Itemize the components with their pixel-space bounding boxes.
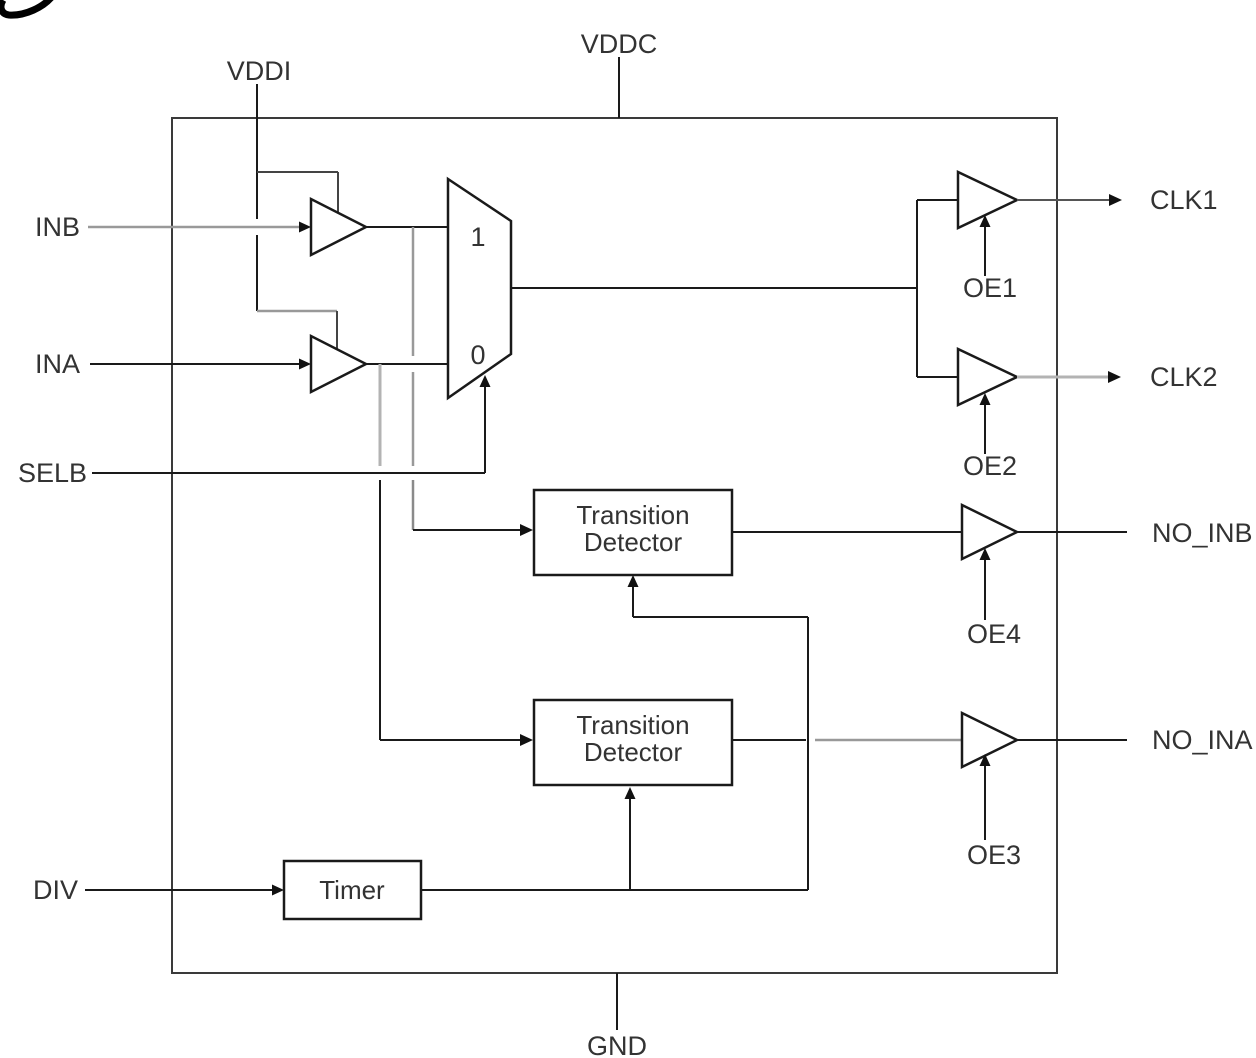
oe3-label: OE3 xyxy=(967,840,1021,870)
clk1-output-wire xyxy=(1017,194,1122,206)
timer-output-wire xyxy=(421,575,809,891)
oe4-enable-wire xyxy=(979,548,991,620)
transition-detector-bottom xyxy=(532,698,734,787)
oe2-enable-wire xyxy=(979,393,991,454)
port-label-vddi: VDDI xyxy=(227,56,292,86)
inb-input-buffer xyxy=(309,196,369,258)
clk2-output-wire xyxy=(1017,371,1121,383)
ina-input-buffer xyxy=(309,333,369,395)
selb-input-wire xyxy=(92,375,491,474)
transition-detector-top-label-line1: Transition xyxy=(576,500,689,530)
vddi-net xyxy=(256,84,339,349)
port-label-no-ina: NO_INA xyxy=(1152,725,1253,755)
port-label-vddc: VDDC xyxy=(581,29,658,59)
mux-input-0-label: 0 xyxy=(470,340,485,370)
div-input-wire xyxy=(85,884,284,896)
oe1-enable-wire xyxy=(979,215,991,276)
port-label-ina: INA xyxy=(35,349,80,379)
inb-tap-wire xyxy=(411,227,533,536)
timer-label: Timer xyxy=(319,875,385,905)
mux xyxy=(446,176,513,401)
transition-detector-bottom-label-line1: Transition xyxy=(576,710,689,740)
port-label-gnd: GND xyxy=(587,1031,647,1058)
port-label-clk1: CLK1 xyxy=(1150,185,1218,215)
transition-detector-top-label-line2: Detector xyxy=(584,527,683,557)
partial-figure-glyph xyxy=(0,0,54,19)
inb-input-wire xyxy=(88,221,311,233)
transition-detector-bottom-label-line2: Detector xyxy=(584,737,683,767)
oe1-label: OE1 xyxy=(963,273,1017,303)
ina-tap-wire xyxy=(378,364,533,746)
oe4-label: OE4 xyxy=(967,619,1021,649)
ina-input-wire xyxy=(90,358,311,370)
mux-input-1-label: 1 xyxy=(470,222,485,252)
oe3-enable-wire xyxy=(979,754,991,840)
port-label-selb: SELB xyxy=(18,458,87,488)
chip-boundary xyxy=(171,117,1058,974)
clk1-output-buffer xyxy=(956,170,1020,230)
oe2-label: OE2 xyxy=(963,451,1017,481)
port-label-div: DIV xyxy=(33,875,78,905)
transition-detector-top xyxy=(532,488,734,577)
no-inb-output-buffer xyxy=(960,502,1020,562)
port-label-no-inb: NO_INB xyxy=(1152,518,1253,548)
mux-output-wire xyxy=(511,199,958,378)
port-label-clk2: CLK2 xyxy=(1150,362,1218,392)
port-label-inb: INB xyxy=(35,212,80,242)
no-ina-output-buffer xyxy=(960,710,1020,770)
clk2-output-buffer xyxy=(956,347,1020,407)
